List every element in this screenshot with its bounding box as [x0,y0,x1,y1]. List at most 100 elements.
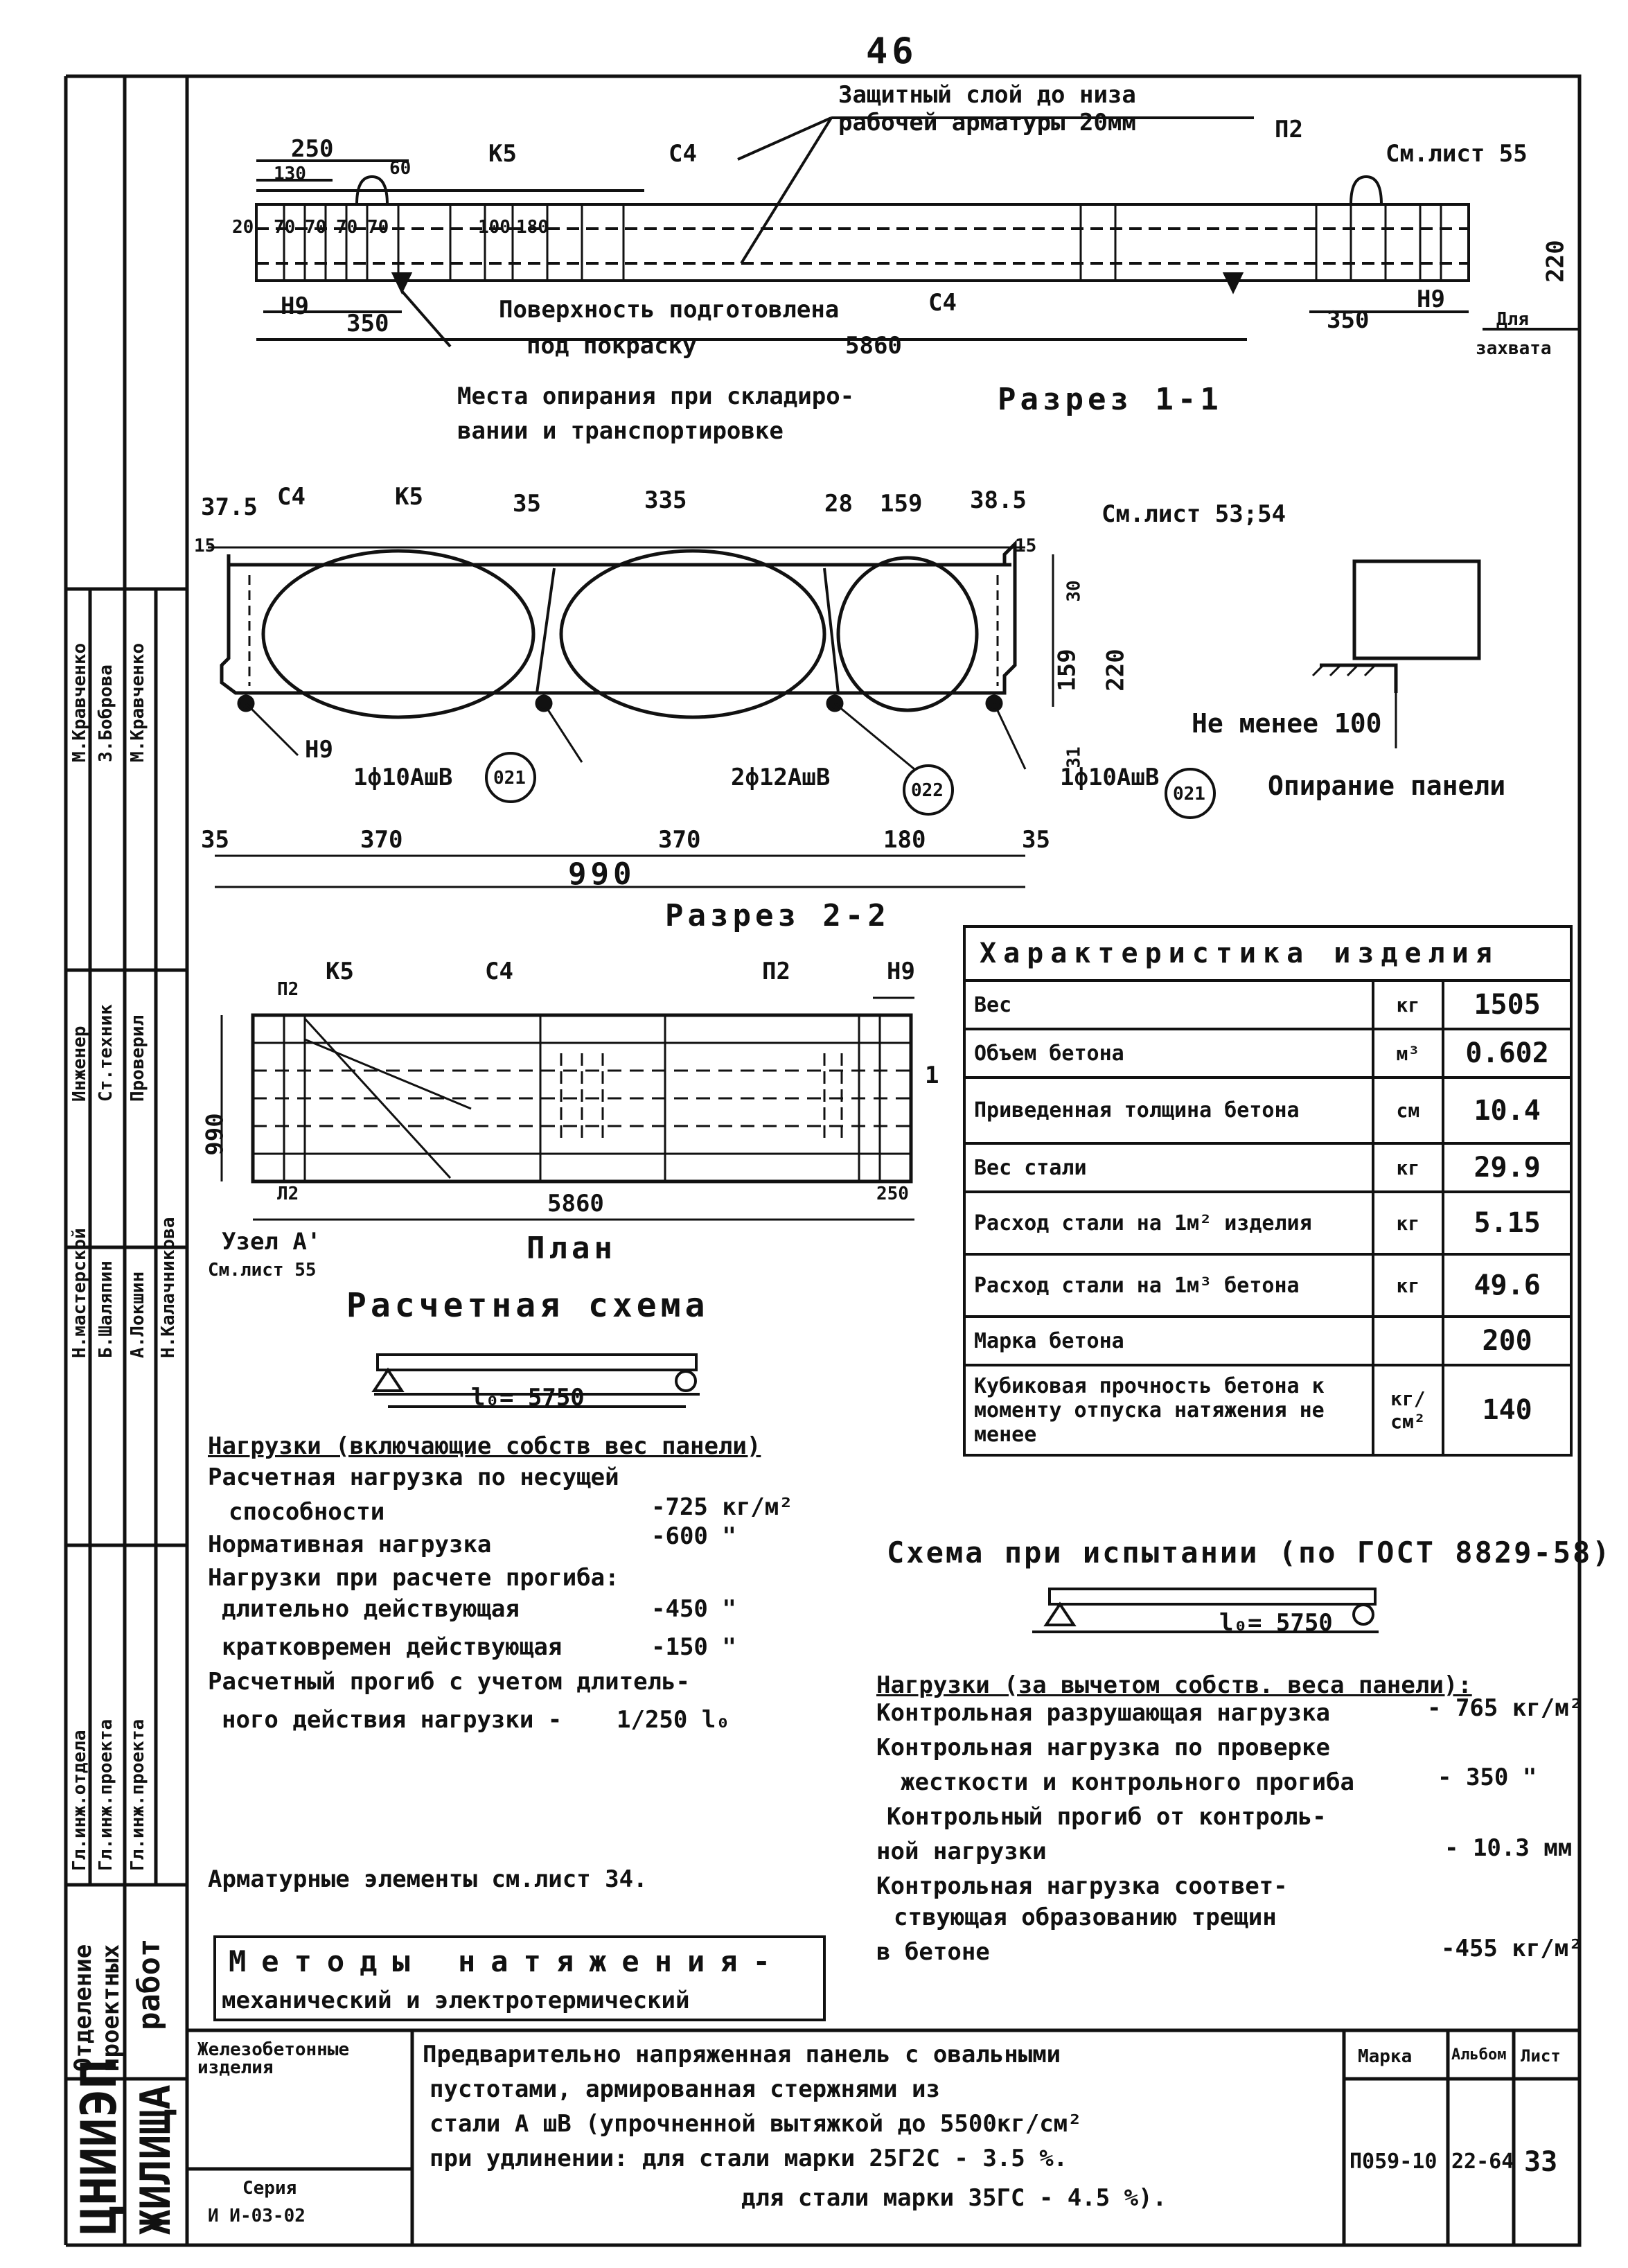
label-c4-b: С4 [928,289,957,317]
char-val-0: 1505 [1442,979,1573,1030]
char-name-1: Объем бетона [963,1028,1374,1079]
length-5860: 5860 [845,332,902,360]
dim-60: 60 [389,158,412,179]
surface-note: Поверхность подготовлена [499,296,840,324]
char-val-4: 5.15 [1442,1190,1573,1256]
characteristics-table: Характеристика изделия Вес кг 1505 Объем б… [963,925,1573,1457]
calc-title: Расчетная схема [346,1286,709,1325]
support-note: Места опирания при складиро- [457,383,855,410]
dim-220-side: 220 [1101,649,1130,692]
side-name-3: М.Кравченко [69,642,90,762]
dim-35-br: 35 [1022,826,1050,854]
dim-70b: 70 [305,217,327,238]
dim-159-side: 159 [1053,649,1081,692]
dim-370-b: 370 [658,826,701,854]
label-k5: К5 [488,140,517,168]
dim-70d: 70 [367,217,389,238]
side-dept-3: работ [132,1938,167,2030]
dim-180-b: 180 [883,826,926,854]
char-name-4: Расход стали на 1м² изделия [963,1190,1374,1256]
rebar-2f12: 2ф12АшВ [731,764,831,791]
plan-length: 5860 [547,1190,604,1217]
tb-desc-1: Предварительно напряженная панель с овал… [423,2041,1061,2068]
char-unit-3: кг [1371,1142,1445,1193]
load-line-4: Нагрузки при расчете прогиба: [208,1564,619,1592]
dim-70c: 70 [336,217,358,238]
test-line-6: Контрольная нагрузка соответ- [876,1872,1288,1900]
circle-022: 022 [911,780,944,801]
label-p2: П2 [1275,116,1303,143]
load-val-5: -450 " [651,1595,736,1623]
tb-series: И И-03-02 [208,2206,306,2226]
test-title: Схема при испытании (по ГОСТ 8829-58) [887,1536,1612,1570]
tb-mark: П059-10 [1350,2150,1437,2174]
side-role-2: Гл.инж.проекта [127,1718,148,1871]
char-val-2: 10.4 [1442,1076,1573,1145]
load-val-2: -725 кг/м² [651,1493,793,1521]
plan-k5: К5 [326,958,354,985]
plan-end-250: 250 [876,1184,909,1204]
tb-mark-label: Марка [1358,2046,1413,2067]
side-dept-1: Отделение [69,1944,97,2072]
side-name-2: Н.Калачникова [158,1217,179,1359]
test-val-3: - 350 " [1437,1764,1537,1791]
loads-header: Нагрузки (включающие собств вес панели) [208,1432,761,1460]
plan-section-mark: 1 [925,1062,939,1089]
side-role-4: Инженер [69,1026,90,1102]
rebar-1f10-right: 1ф10АшВ [1060,764,1160,791]
side-role-0: Гл.инж.отдела [69,1730,90,1872]
ref-sheet-55: См.лист 55 [1386,140,1528,168]
load-val-6: -150 " [651,1633,736,1661]
dim-37-5: 37.5 [201,493,258,521]
plan-p2-small: П2 [277,979,299,1000]
side-name-1: А.Локшин [127,1271,148,1358]
char-title: Характеристика изделия [963,925,1573,982]
side-dept-2: проектных [97,1944,125,2072]
dim-35-top: 35 [513,490,541,518]
dim-20: 20 [232,217,254,238]
rebar-note: Арматурные элементы см.лист 34. [208,1865,648,1893]
char-val-3: 29.9 [1442,1142,1573,1193]
load-line-7: Расчетный прогиб с учетом длитель- [208,1668,690,1696]
test-line-5: ной нагрузки [876,1838,1047,1865]
plan-l2: Л2 [277,1184,299,1204]
support-min: Не менее 100 [1192,708,1382,739]
char-unit-2: см [1371,1076,1445,1145]
load-line-2: способности [229,1498,385,1526]
plan-c4: С4 [485,958,513,985]
test-line-8: в бетоне [876,1938,990,1966]
test-header: Нагрузки (за вычетом собств. веса панели… [876,1671,1472,1699]
dim-38-5: 38.5 [970,486,1027,514]
test-span: l₀= 5750 [1219,1609,1333,1637]
support-note-2: вании и транспортировке [457,417,784,445]
char-name-3: Вес стали [963,1142,1374,1193]
grip-note-2: захвата [1476,338,1552,359]
note-cover: Защитный слой до низа [838,81,1136,109]
tb-sheet: 33 [1524,2146,1558,2178]
char-val-1: 0.602 [1442,1028,1573,1079]
dim-335: 335 [644,486,687,514]
support-title: Опирание панели [1268,771,1506,801]
char-val-7: 140 [1442,1364,1573,1457]
load-line-5: длительно действующая [222,1595,520,1623]
tb-desc-4: при удлинении: для стали марки 25Г2С - 3… [430,2145,1068,2172]
load-line-1: Расчетная нагрузка по несущей [208,1463,619,1491]
char-unit-1: м³ [1371,1028,1445,1079]
test-line-4: Контрольный прогиб от контроль- [887,1803,1327,1831]
s2-label-c4: С4 [277,483,306,511]
label-n9-right: Н9 [1417,285,1445,313]
dim-35-bl: 35 [201,826,229,854]
dim-350-right: 350 [1327,306,1370,334]
load-val-3: -600 " [651,1522,736,1550]
char-name-0: Вес [963,979,1374,1030]
load-line-6: кратковремен действующая [222,1633,563,1661]
side-role-1: Гл.инж.проекта [96,1718,116,1871]
tb-desc-5: для стали марки 35ГС - 4.5 %). [741,2184,1167,2212]
test-val-8: -455 кг/м² [1441,1935,1583,1962]
circle-021-a: 021 [493,768,526,789]
side-name-0: Б.Шаляпин [96,1260,116,1358]
tb-sheet-label: Лист [1521,2046,1561,2066]
tb-album: 22-64 [1451,2150,1514,2174]
